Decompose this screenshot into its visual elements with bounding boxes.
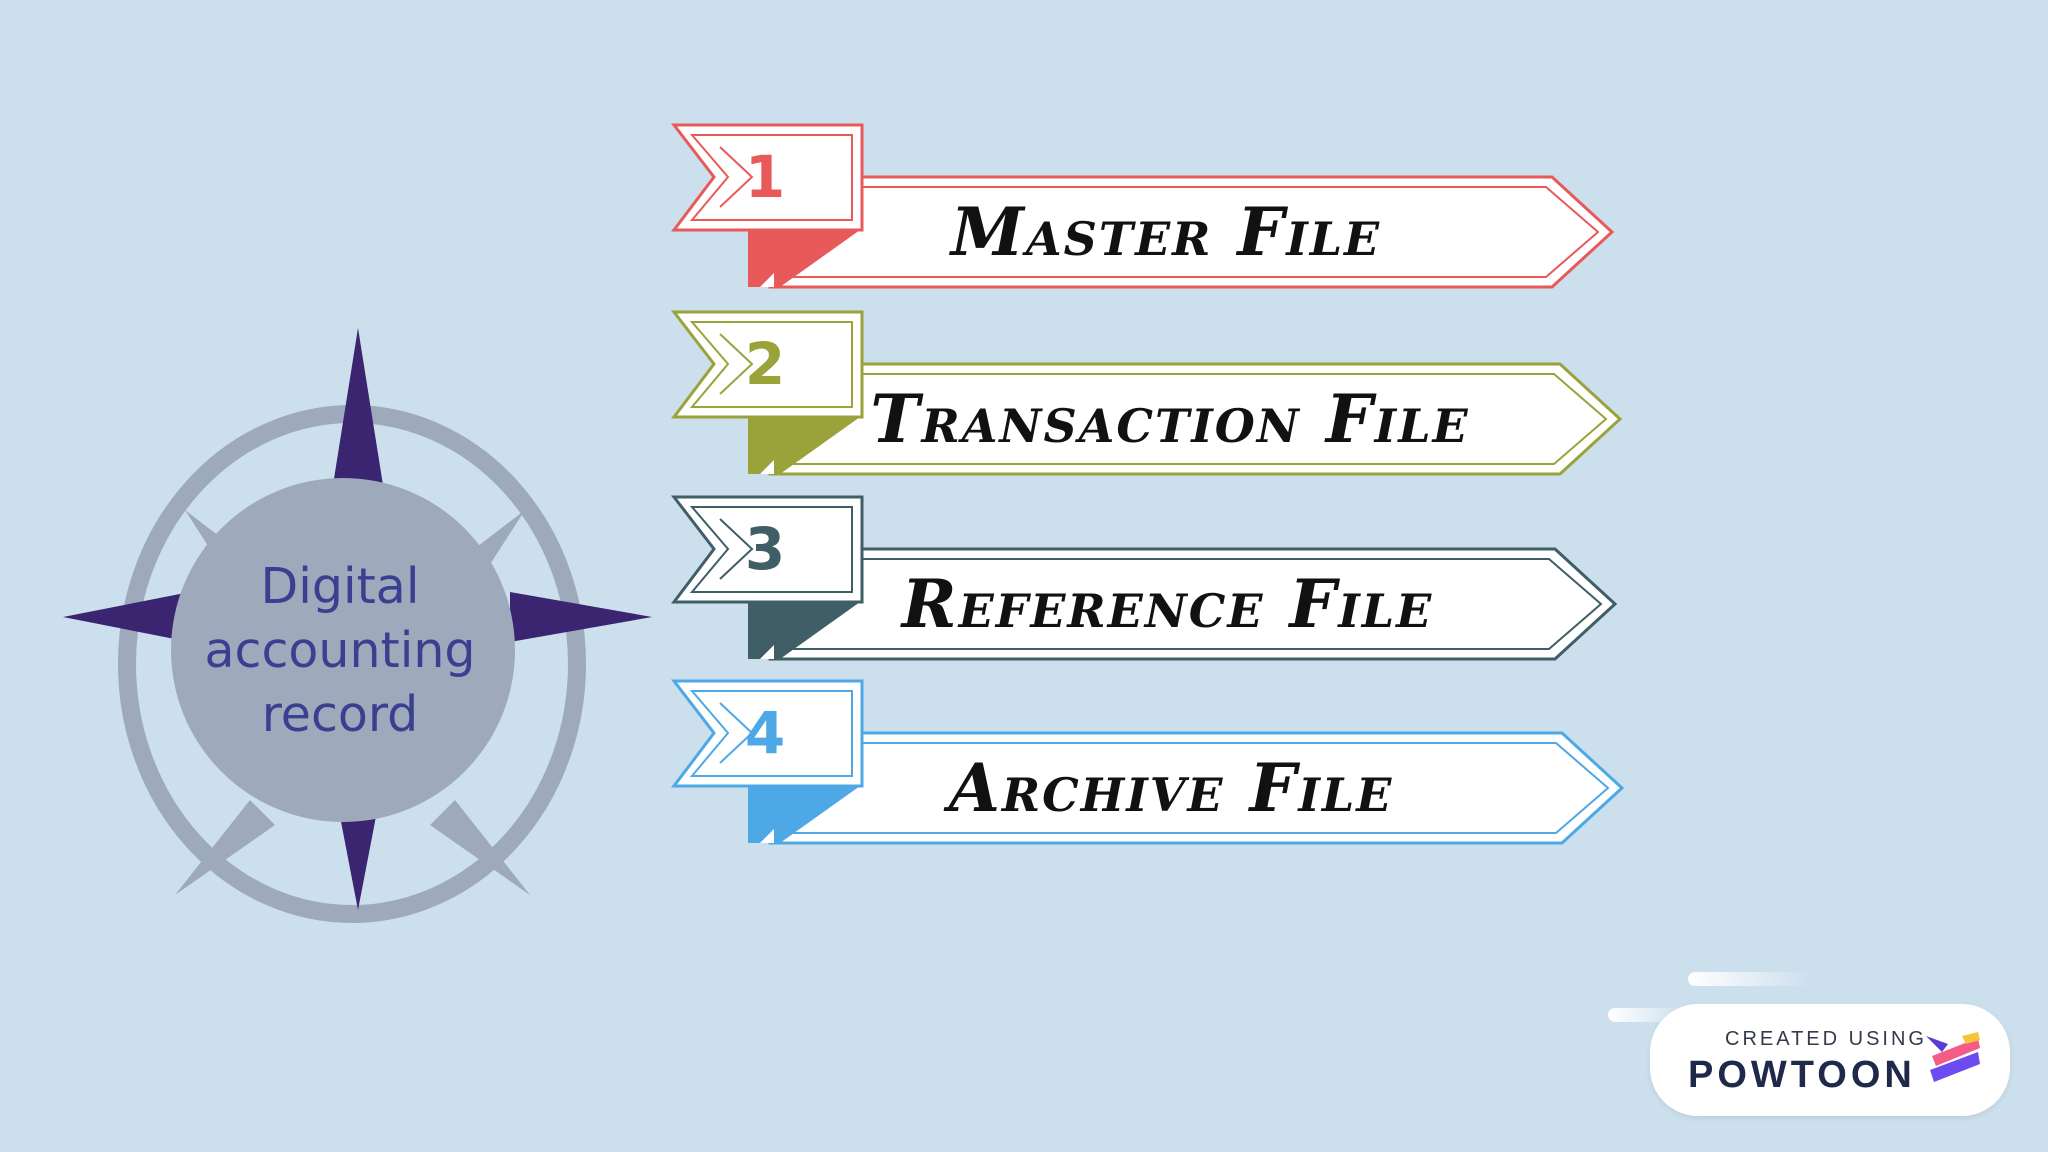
banner-3-number: 3 bbox=[744, 515, 786, 583]
banner-3-tag-inner bbox=[689, 506, 853, 593]
banner-1-tag-chevron bbox=[719, 146, 754, 208]
banner-1-label: Master File bbox=[950, 193, 1382, 271]
banner-2-tag-chevron bbox=[719, 333, 754, 395]
banner-4-number: 4 bbox=[744, 699, 786, 767]
banner-2-tag bbox=[670, 310, 864, 419]
banner-4-fold bbox=[748, 786, 860, 843]
compass-center-disc bbox=[171, 478, 515, 822]
badge-brand-name: POWTOON bbox=[1688, 1054, 1916, 1096]
banner-2-fold-notch bbox=[760, 460, 774, 474]
banner-1-tag-inner bbox=[689, 134, 853, 221]
powtoon-logo-icon bbox=[1926, 1032, 1980, 1082]
banner-3-fold bbox=[748, 602, 860, 659]
banner-4-fold-notch bbox=[760, 829, 774, 843]
banner-3-fold-notch bbox=[760, 645, 774, 659]
compass-star-north bbox=[333, 328, 383, 485]
badge-speed-line bbox=[1688, 972, 1813, 986]
banner-1-fold bbox=[748, 230, 860, 287]
banner-1-fold-notch bbox=[760, 273, 774, 287]
banner-3-tag-chevron bbox=[719, 518, 754, 580]
banner-2-label: Transaction File bbox=[870, 380, 1470, 458]
banner-4-label: Archive File bbox=[948, 749, 1394, 827]
compass-diagonal-point-sw bbox=[175, 800, 275, 895]
banner-1-number: 1 bbox=[744, 143, 786, 211]
banner-4-tag-chevron bbox=[719, 702, 754, 764]
banner-3-tag bbox=[670, 495, 864, 604]
center-line-2: accounting bbox=[204, 622, 476, 679]
banner-3-label: Reference File bbox=[901, 565, 1434, 643]
compass-star-west bbox=[63, 592, 190, 642]
center-line-1: Digital bbox=[260, 558, 420, 615]
banner-4-tag-inner bbox=[689, 690, 853, 777]
banner-4-tag bbox=[670, 679, 864, 788]
compass-diagonal-point-se bbox=[430, 800, 530, 895]
compass-star-east bbox=[510, 592, 652, 642]
center-line-3: record bbox=[261, 686, 419, 743]
banner-2-fold bbox=[748, 417, 860, 474]
compass-center-label: Digital accounting record bbox=[170, 555, 510, 747]
banner-2-number: 2 bbox=[744, 330, 786, 398]
banner-2-tag-inner bbox=[689, 321, 853, 408]
powtoon-badge[interactable]: CREATED USING POWTOON bbox=[1650, 1004, 2010, 1116]
badge-created-using: CREATED USING bbox=[1725, 1028, 1927, 1050]
banner-1-tag bbox=[670, 123, 864, 232]
